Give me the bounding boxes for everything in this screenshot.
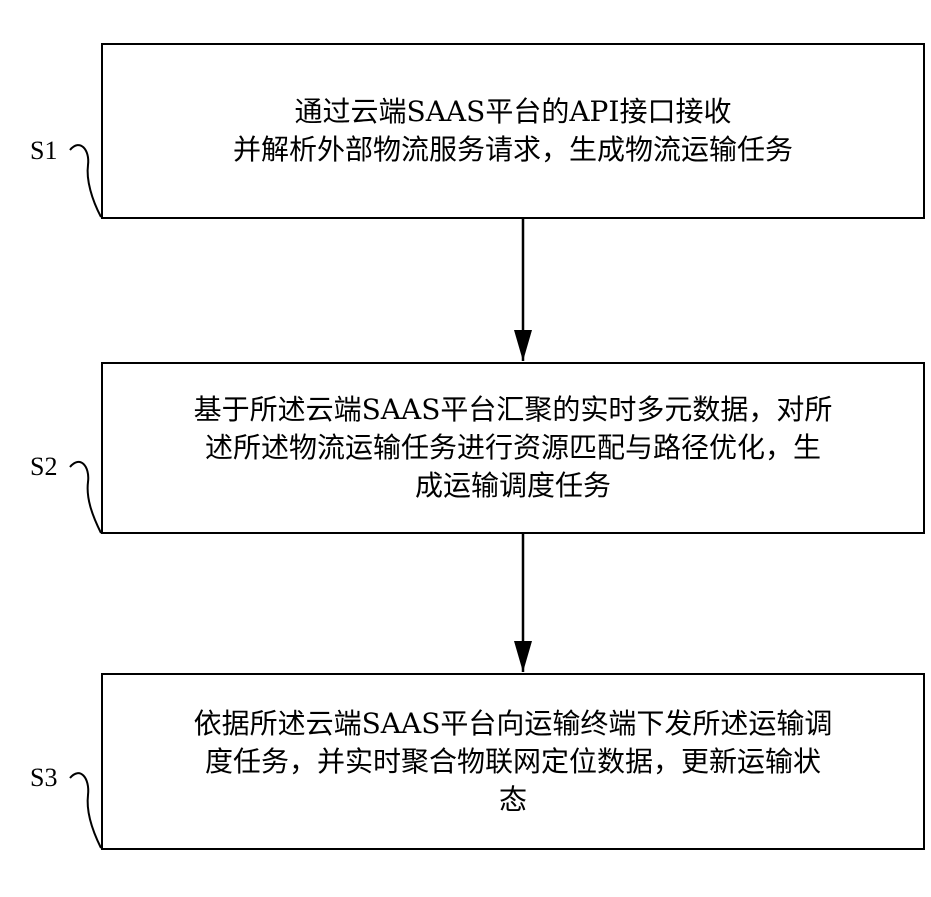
- leader-line-s1: [70, 145, 101, 217]
- step-box-s2: 基于所述云端SAAS平台汇聚的实时多元数据，对所 述所述物流运输任务进行资源匹配…: [101, 362, 925, 534]
- step-label-s2: S2: [30, 452, 57, 482]
- step-text-s3: 依据所述云端SAAS平台向运输终端下发所述运输调 度任务，并实时聚合物联网定位数…: [174, 705, 853, 819]
- arrowhead-s2: [514, 330, 532, 361]
- step-box-s1: 通过云端SAAS平台的API接口接收 并解析外部物流服务请求，生成物流运输任务: [101, 43, 925, 219]
- step-text-s2: 基于所述云端SAAS平台汇聚的实时多元数据，对所 述所述物流运输任务进行资源匹配…: [174, 391, 853, 505]
- step-text-s1: 通过云端SAAS平台的API接口接收 并解析外部物流服务请求，生成物流运输任务: [213, 93, 813, 169]
- leader-line-s3: [70, 773, 101, 848]
- step-box-s3: 依据所述云端SAAS平台向运输终端下发所述运输调 度任务，并实时聚合物联网定位数…: [101, 673, 925, 850]
- arrowhead-s3: [514, 641, 532, 672]
- step-label-s3: S3: [30, 763, 57, 793]
- leader-line-s2: [70, 462, 101, 533]
- step-label-s1: S1: [30, 136, 57, 166]
